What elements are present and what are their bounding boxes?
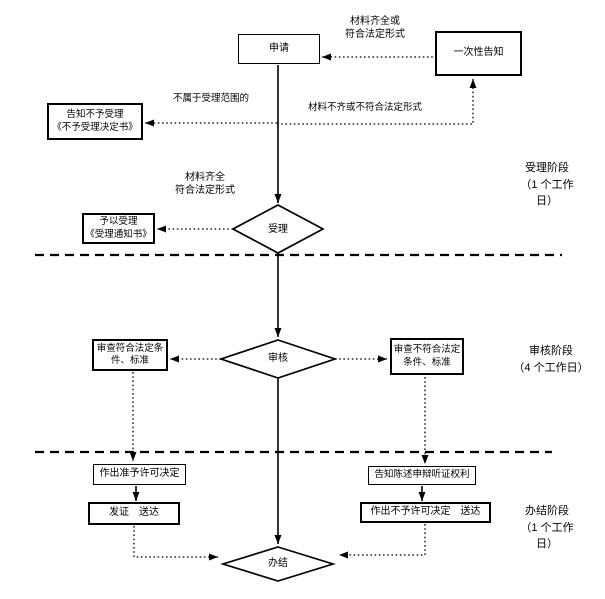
- apply-box: 申请: [238, 34, 320, 64]
- review-diamond-label: 审核: [268, 353, 288, 364]
- stage1-annotation: 受理阶段 （1 个工作 日）: [520, 162, 574, 207]
- accept-notice-box: 予以受理 《受理通知书》: [82, 213, 155, 244]
- review-fail-box: 审查不符合法定 条件、标准: [390, 338, 464, 375]
- decision-diamonds: [218, 204, 338, 582]
- label-out-of-scope: 不属于受理范围的: [172, 93, 249, 104]
- receive-diamond-label: 受理: [268, 224, 288, 235]
- label-materials-complete-valid: 材料齐全 符合法定形式: [175, 172, 235, 196]
- complete-diamond-label: 办结: [268, 558, 288, 569]
- issue-deliver-box: 发证 送达: [88, 502, 180, 525]
- label-materials-complete-or-valid: 材料齐全或 符合法定形式: [345, 16, 405, 40]
- edge-deny-to-complete: [339, 524, 426, 559]
- grant-decision-box: 作出准予许可决定: [93, 464, 186, 485]
- stage3-annotation: 办结阶段 （1 个工作 日）: [520, 505, 574, 550]
- dotted-branch-lines: [129, 53, 477, 561]
- onetime-notice-box: 一次性告知: [435, 31, 522, 76]
- reject-notice-box: 告知不予受理 《不予受理决定书》: [47, 103, 143, 140]
- review-diamond: [218, 339, 338, 379]
- notify-rights-box: 告知陈述申辩听证权利: [368, 466, 476, 485]
- complete-diamond: [220, 546, 336, 582]
- edge-issue-to-complete: [133, 526, 218, 561]
- label-materials-incomplete: 材料不齐或不符合法定形式: [307, 102, 422, 113]
- stage2-annotation: 审核阶段 （4 个工作日）: [513, 345, 589, 374]
- review-pass-box: 审查符合法定条 件、标准: [92, 339, 168, 371]
- deny-deliver-box: 作出不予许可决定 送达: [360, 502, 491, 523]
- receive-diamond: [231, 204, 325, 254]
- stage-separators: [35, 253, 562, 454]
- solid-flow-lines: [132, 65, 426, 544]
